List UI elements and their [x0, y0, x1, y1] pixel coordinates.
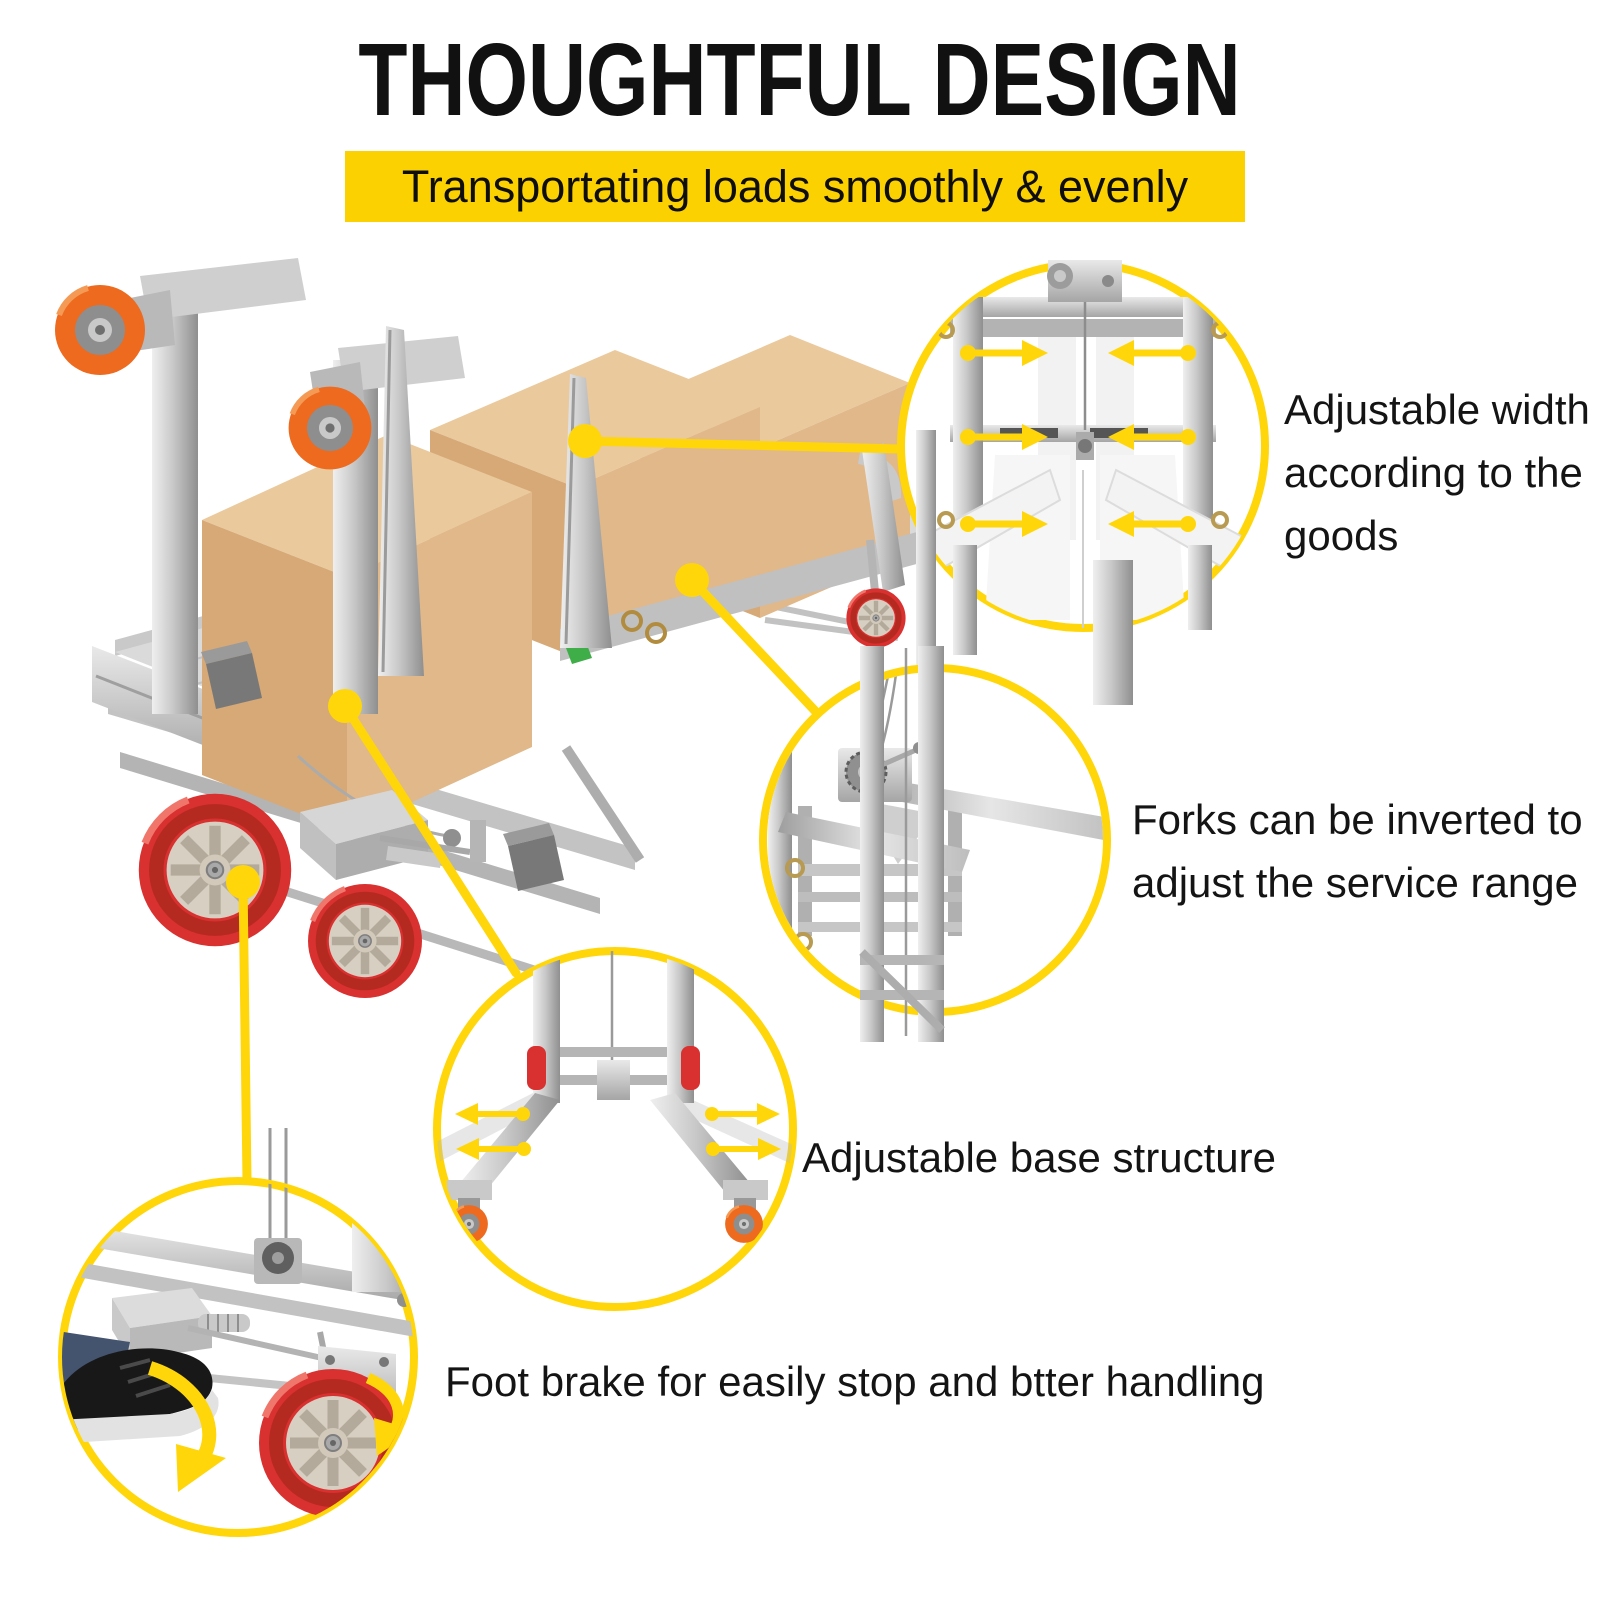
note-line: Adjustable width [1284, 386, 1590, 433]
subtitle-banner: Transportating loads smoothly & evenly [345, 151, 1245, 222]
note-adjustable-base: Adjustable base structure [802, 1134, 1276, 1181]
note-line: Forks can be inverted to [1132, 796, 1583, 843]
callout-circle-forks [759, 646, 1111, 1042]
cart-right-end [846, 443, 905, 648]
note-line: adjust the service range [1132, 859, 1578, 906]
note-foot-brake: Foot brake for easily stop and btter han… [445, 1358, 1265, 1405]
page-title: THOUGHTFUL DESIGN [358, 22, 1242, 137]
upright-posts [55, 258, 465, 714]
callout-connectors [226, 424, 904, 1185]
foot-brake-assembly [300, 790, 486, 880]
subtitle-text: Transportating loads smoothly & evenly [401, 161, 1189, 212]
note-adjustable-width: Adjustable width according to the goods [1284, 378, 1590, 567]
note-forks-inverted: Forks can be inverted to adjust the serv… [1132, 788, 1583, 914]
callout-circle-base [433, 947, 797, 1311]
callout-circle-foot-brake [58, 1128, 418, 1537]
d-rings [621, 610, 667, 644]
foot-on-pedal [62, 1330, 219, 1442]
main-cart [55, 258, 1012, 1022]
callout-circle-adjustable-width [897, 260, 1269, 705]
note-line: goods [1284, 512, 1399, 559]
width-adjust-arrows [960, 340, 1196, 537]
note-line: according to the [1284, 449, 1583, 496]
base-adjust-arrows [455, 1103, 781, 1160]
